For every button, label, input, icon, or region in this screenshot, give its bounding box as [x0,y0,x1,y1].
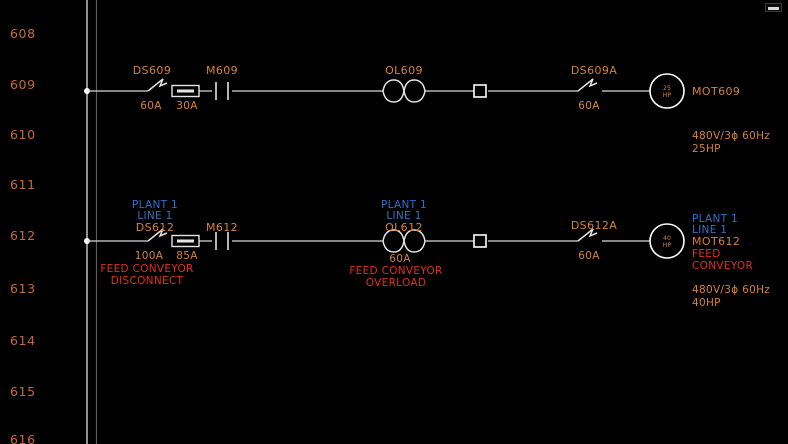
ds612-rating: 100A [135,250,164,262]
rung-number-608: 608 [10,26,36,41]
mot612-desc-line-2: CONVEYOR [692,260,753,272]
ds612-blade [147,228,168,242]
ol612-line-label: LINE 1 [386,210,421,222]
minimize-icon [768,7,779,10]
rung-609-spec: 480V/3ϕ 60Hz 25HP [692,130,770,155]
ds612a-label: DS612A [571,219,617,232]
ds612a-rating: 60A [578,250,600,262]
contact-m612[interactable]: M612 [206,221,238,250]
terminal-612-square [473,234,487,248]
rung-number-613: 613 [10,281,36,296]
rung-number-616: 616 [10,432,36,444]
ds612-label: DS612 [136,221,174,234]
terminal-block-609[interactable] [473,84,487,98]
motor-mot612[interactable]: 40 HP PLANT 1 LINE 1 MOT612 FEED CONVEYO… [649,213,753,272]
mot612-hp-value: 40 [663,235,671,242]
m609-label: M609 [206,64,238,77]
terminal-block-612[interactable] [473,234,487,248]
ol612-plant-label: PLANT 1 [381,199,427,211]
ol612-desc-line-2: OVERLOAD [366,277,426,289]
minimize-button[interactable] [765,3,782,12]
contact-m609[interactable]: M609 [206,64,238,100]
mot609-spec-line-2: 25HP [692,143,721,155]
mot612-spec-line-2: 40HP [692,297,721,309]
ladder-rails [86,0,98,444]
rung-number-610: 610 [10,127,36,142]
ds612-desc-line-2: DISCONNECT [111,275,184,287]
mot612-circle [649,223,685,259]
ds609a-label: DS609A [571,64,617,77]
ol612-curve-b [382,229,426,253]
overload-ol612[interactable]: PLANT 1 LINE 1 OL612 60A FEED CONVEYOR O… [349,199,442,289]
ol609-curve-b [382,79,426,103]
disconnect-switch-ds612[interactable]: PLANT 1 LINE 1 DS612 100A FEED CONVEYOR … [100,199,193,287]
rung-number-609: 609 [10,77,36,92]
ds612-fuse-rating: 85A [176,250,198,262]
ds612-line-label: LINE 1 [137,210,172,222]
overload-ol609[interactable]: OL609 [382,64,426,103]
fuse-ds609[interactable]: 30A [171,84,200,113]
rung-number-615: 615 [10,384,36,399]
ds609a-rating: 60A [578,100,600,112]
ds612-plant-label: PLANT 1 [132,199,178,211]
rung-number-612: 612 [10,228,36,243]
mot612-plant-label: PLANT 1 [692,213,738,225]
ds609-fuse-rating: 30A [176,100,198,112]
rung-612: PLANT 1 LINE 1 DS612 100A FEED CONVEYOR … [84,199,770,309]
rung-612-spec: 480V/3ϕ 60Hz 40HP [692,284,770,309]
ds609-rating: 60A [140,100,162,112]
ol612-label: OL612 [385,221,423,234]
ds612-desc-line-1: FEED CONVEYOR [100,263,193,275]
rung-number-611: 611 [10,177,36,192]
mot612-hp-unit: HP [663,242,672,249]
ds612a-blade [577,228,598,242]
mot612-label: MOT612 [692,235,740,248]
disconnect-switch-ds612a[interactable]: DS612A 60A [571,219,617,262]
rung-number-614: 614 [10,333,36,348]
m612-label: M612 [206,221,238,234]
ds609-label: DS609 [133,64,171,77]
ol612-rating: 60A [389,253,411,265]
ds609-blade [147,78,168,92]
rung-number-column: 608 609 610 611 612 613 614 615 616 [10,26,36,444]
mot609-circle [649,73,685,109]
mot612-line-label: LINE 1 [692,224,727,236]
ds609a-blade [577,78,598,92]
mot612-spec-line-1: 480V/3ϕ 60Hz [692,284,770,296]
ol609-label: OL609 [385,64,423,77]
motor-mot609[interactable]: 25 HP MOT609 [649,73,740,109]
ol612-desc-line-1: FEED CONVEYOR [349,265,442,277]
mot612-desc-line-1: FEED [692,248,721,260]
disconnect-switch-ds609a[interactable]: DS609A 60A [571,64,617,112]
mot609-label: MOT609 [692,85,740,98]
terminal-609-square [473,84,487,98]
mot609-hp-unit: HP [663,92,672,99]
disconnect-switch-ds609[interactable]: DS609 60A [133,64,171,112]
rung-609: DS609 60A 30A M609 OL609 [84,64,770,155]
fuse-ds612[interactable]: 85A [171,234,200,263]
mot609-hp-value: 25 [663,85,671,92]
mot609-spec-line-1: 480V/3ϕ 60Hz [692,130,770,142]
